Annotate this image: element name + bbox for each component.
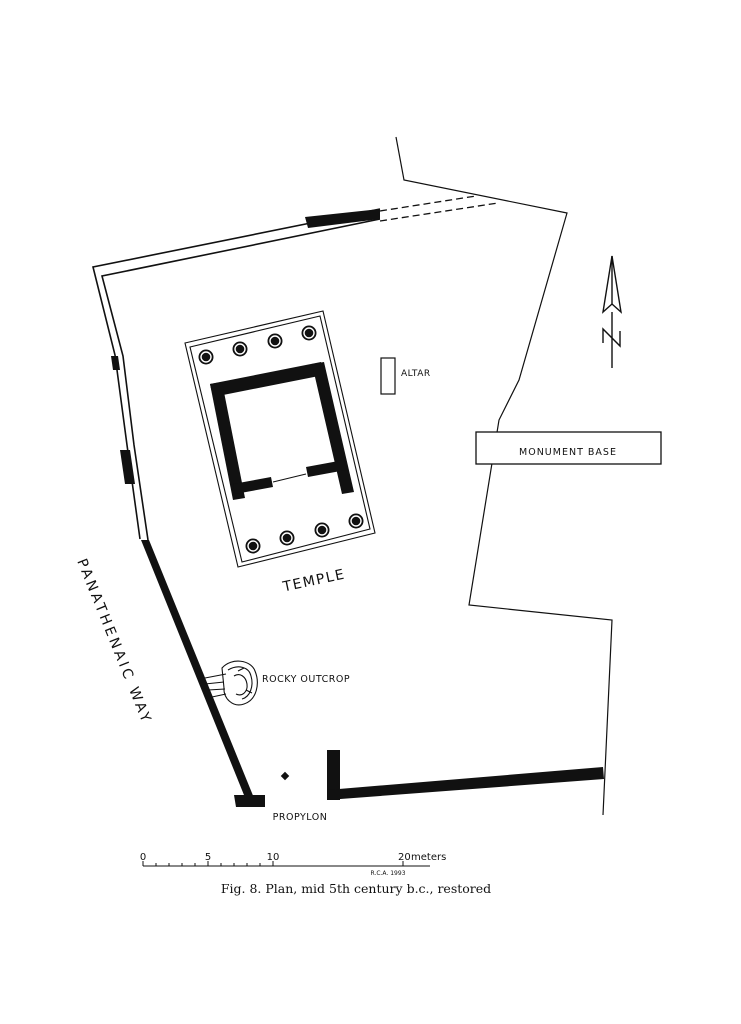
scale-unit: meters xyxy=(411,852,446,863)
north-arrow-icon xyxy=(601,255,623,368)
dashed-wall xyxy=(379,195,499,222)
temple-cella-walls xyxy=(210,362,354,500)
temple xyxy=(184,310,376,568)
temenos-wall-solid xyxy=(111,209,604,807)
monument-base-label: MONUMENT BASE xyxy=(519,447,617,458)
propylon-label: PROPYLON xyxy=(273,812,328,823)
panathenaic-way-label: PANATHENAIC WAY xyxy=(73,557,154,728)
rocky-outcrop-label: ROCKY OUTCROP xyxy=(262,674,350,685)
temple-stylobate-outer xyxy=(184,310,376,568)
propylon-marker xyxy=(280,771,290,781)
figure-caption: Fig. 8. Plan, mid 5th century b.c., rest… xyxy=(221,881,491,896)
scale-credit: R.C.A. 1993 xyxy=(370,870,405,877)
site-boundary xyxy=(395,136,613,816)
scale-tick-label: 0 xyxy=(140,852,146,863)
altar-label: ALTAR xyxy=(401,369,431,379)
scale-tick-label: 5 xyxy=(205,852,211,863)
temple-threshold xyxy=(272,473,307,483)
altar xyxy=(380,357,396,395)
temple-stylobate-inner xyxy=(189,315,371,563)
rocky-outcrop-icon xyxy=(204,660,258,706)
scale-bar xyxy=(142,861,430,867)
scale-tick-label: 10 xyxy=(267,852,280,863)
temple-label: TEMPLE xyxy=(280,567,346,596)
monument-base xyxy=(475,431,662,465)
scale-tick-label: 20 xyxy=(398,852,411,863)
